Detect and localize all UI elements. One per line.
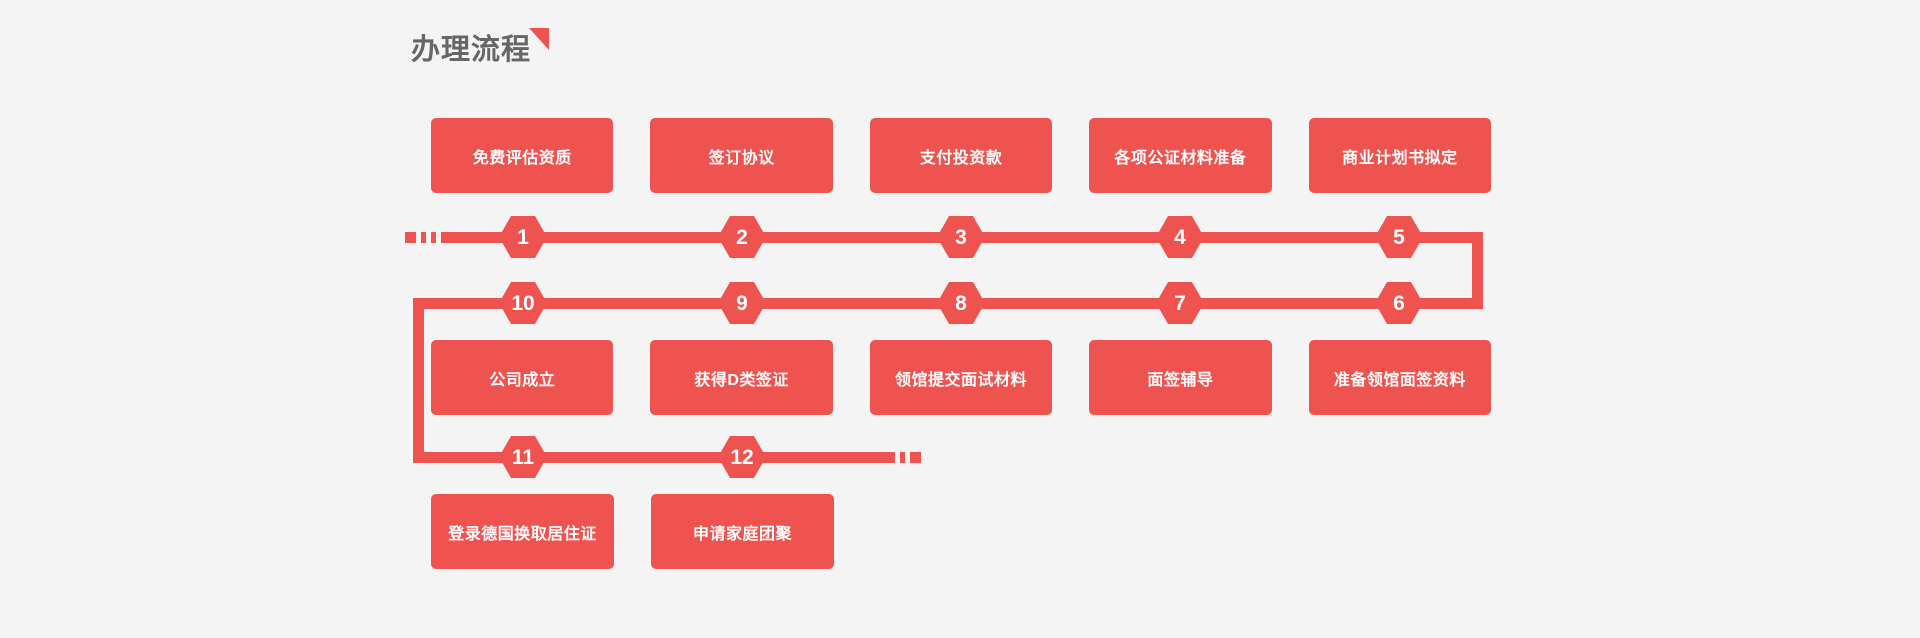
flow-row-3: 登录德国换取居住证 申请家庭团聚 — [431, 494, 1491, 569]
flow-box[interactable]: 登录德国换取居住证 — [431, 494, 614, 569]
step-marker[interactable]: 12 — [718, 436, 766, 478]
step-marker[interactable]: 4 — [1156, 216, 1204, 258]
flow-box[interactable]: 获得D类签证 — [650, 340, 833, 415]
dash-small-icon — [900, 452, 905, 463]
corner-triangle-icon — [529, 28, 550, 50]
dash-small-icon — [431, 232, 436, 243]
flow-end-marker — [890, 452, 926, 463]
step-marker[interactable]: 9 — [718, 282, 766, 324]
flow-box[interactable]: 支付投资款 — [869, 118, 1053, 193]
connector-turn-right — [1472, 232, 1483, 309]
dash-square-icon — [405, 232, 416, 243]
step-marker[interactable]: 10 — [499, 282, 547, 324]
flow-box[interactable]: 申请家庭团聚 — [651, 494, 834, 569]
step-marker[interactable]: 3 — [937, 216, 985, 258]
step-marker[interactable]: 11 — [499, 436, 547, 478]
step-marker[interactable]: 2 — [718, 216, 766, 258]
step-marker[interactable]: 6 — [1375, 282, 1423, 324]
flow-start-marker — [405, 232, 441, 243]
step-marker[interactable]: 8 — [937, 282, 985, 324]
flow-box[interactable]: 签订协议 — [650, 118, 833, 193]
connector-turn-left — [413, 298, 424, 463]
page-title: 办理流程 — [411, 28, 550, 66]
flow-row-2: 公司成立 获得D类签证 领馆提交面试材料 面签辅导 准备领馆面签资料 — [431, 340, 1492, 415]
dash-small-icon — [421, 232, 426, 243]
page-title-text: 办理流程 — [411, 34, 532, 66]
flow-row-1: 免费评估资质 签订协议 支付投资款 各项公证材料准备 商业计划书拟定 — [431, 118, 1492, 193]
dash-small-icon — [890, 452, 895, 463]
flow-box[interactable]: 公司成立 — [431, 340, 614, 415]
step-marker[interactable]: 5 — [1375, 216, 1423, 258]
connector-track-c — [413, 452, 893, 463]
step-marker[interactable]: 1 — [499, 216, 547, 258]
flow-box[interactable]: 领馆提交面试材料 — [869, 340, 1053, 415]
flow-box[interactable]: 面签辅导 — [1089, 340, 1272, 415]
flow-box[interactable]: 免费评估资质 — [431, 118, 614, 193]
flow-box[interactable]: 各项公证材料准备 — [1089, 118, 1272, 193]
flow-box[interactable]: 商业计划书拟定 — [1308, 118, 1492, 193]
flow-box[interactable]: 准备领馆面签资料 — [1308, 340, 1492, 415]
step-marker[interactable]: 7 — [1156, 282, 1204, 324]
dash-square-icon — [910, 452, 921, 463]
